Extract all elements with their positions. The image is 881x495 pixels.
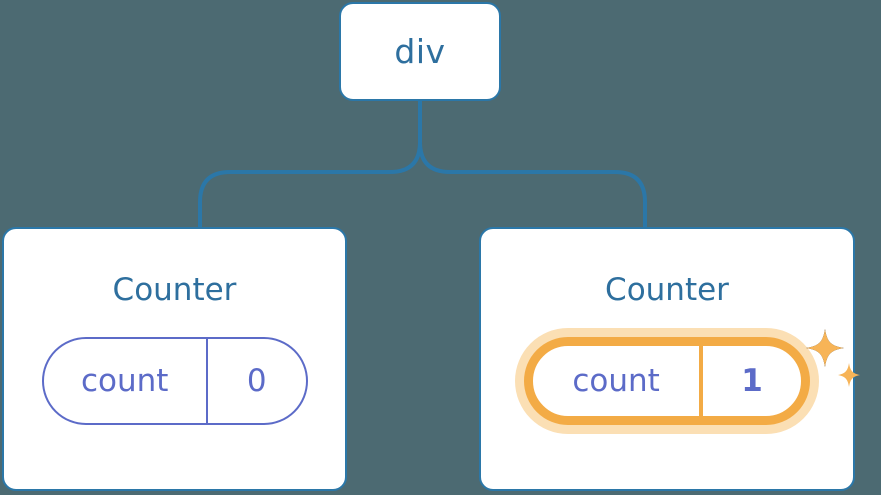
- node-counter-left-title: Counter: [112, 272, 237, 308]
- state-pill-left-value: 0: [205, 339, 306, 423]
- state-pill-right[interactable]: count 1: [524, 337, 810, 425]
- state-pill-left[interactable]: count 0: [41, 337, 308, 425]
- state-pill-right-key: count: [572, 362, 660, 399]
- node-counter-right[interactable]: Counter count 1: [479, 227, 860, 491]
- state-pill-wrap-left: count 0: [4, 337, 345, 425]
- state-pill-right-value: 1: [699, 346, 801, 416]
- node-div-label: div: [394, 32, 446, 71]
- state-pill-wrap-right: count 1: [481, 337, 853, 425]
- node-div[interactable]: div: [339, 2, 501, 101]
- node-counter-left[interactable]: Counter count 0: [2, 227, 347, 491]
- node-counter-right-title: Counter: [605, 272, 729, 308]
- state-pill-left-key: count: [80, 362, 169, 399]
